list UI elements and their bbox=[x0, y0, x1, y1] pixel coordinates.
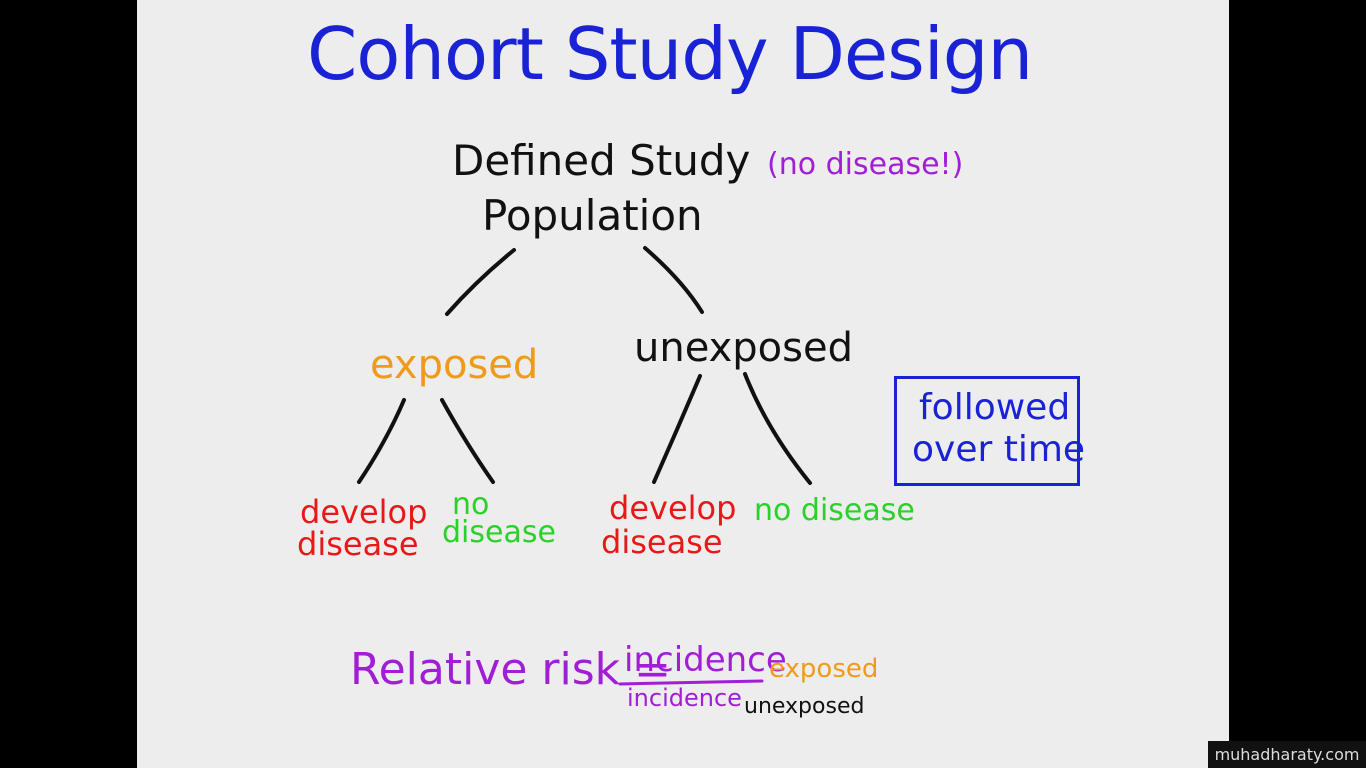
followed-over-time-line1: followed bbox=[919, 387, 1071, 428]
line-unexposed-to-no-disease bbox=[743, 372, 812, 485]
whiteboard: Cohort Study Design Defined Study Popula… bbox=[137, 0, 1229, 768]
followed-over-time-line2: over time bbox=[912, 429, 1086, 470]
formula-denominator: incidence bbox=[627, 684, 742, 712]
node-exposed: exposed bbox=[370, 342, 539, 388]
node-unexposed: unexposed bbox=[634, 325, 853, 371]
line-exposed-to-develop bbox=[357, 398, 406, 484]
line-exposed-to-no-disease bbox=[440, 398, 495, 484]
relative-risk-label: Relative risk = bbox=[350, 644, 671, 695]
tree-connector-lines bbox=[357, 246, 812, 686]
watermark: muhadharaty.com bbox=[1208, 741, 1366, 768]
exposed-no-disease-line1: no bbox=[452, 487, 490, 522]
formula-denominator-subscript: unexposed bbox=[744, 694, 865, 719]
root-node-line2: Population bbox=[482, 191, 703, 240]
diagram-title: Cohort Study Design bbox=[307, 12, 1033, 96]
formula-numerator-subscript: exposed bbox=[769, 654, 879, 684]
unexposed-no-disease: no disease bbox=[754, 493, 915, 528]
unexposed-develop-disease-line1: develop bbox=[609, 489, 737, 527]
line-root-to-unexposed bbox=[643, 246, 704, 314]
exposed-develop-disease-line2: disease bbox=[297, 525, 419, 563]
followed-over-time-box bbox=[894, 376, 1080, 486]
root-node-line1: Defined Study bbox=[452, 136, 751, 185]
fraction-bar bbox=[618, 679, 764, 686]
line-root-to-exposed bbox=[445, 248, 516, 316]
root-node-note: (no disease!) bbox=[767, 147, 964, 182]
exposed-develop-disease-line1: develop bbox=[300, 493, 428, 531]
exposed-no-disease-line2: disease bbox=[442, 515, 556, 550]
unexposed-develop-disease-line2: disease bbox=[601, 523, 723, 561]
formula-numerator: incidence bbox=[624, 640, 787, 680]
line-unexposed-to-develop bbox=[652, 374, 702, 484]
